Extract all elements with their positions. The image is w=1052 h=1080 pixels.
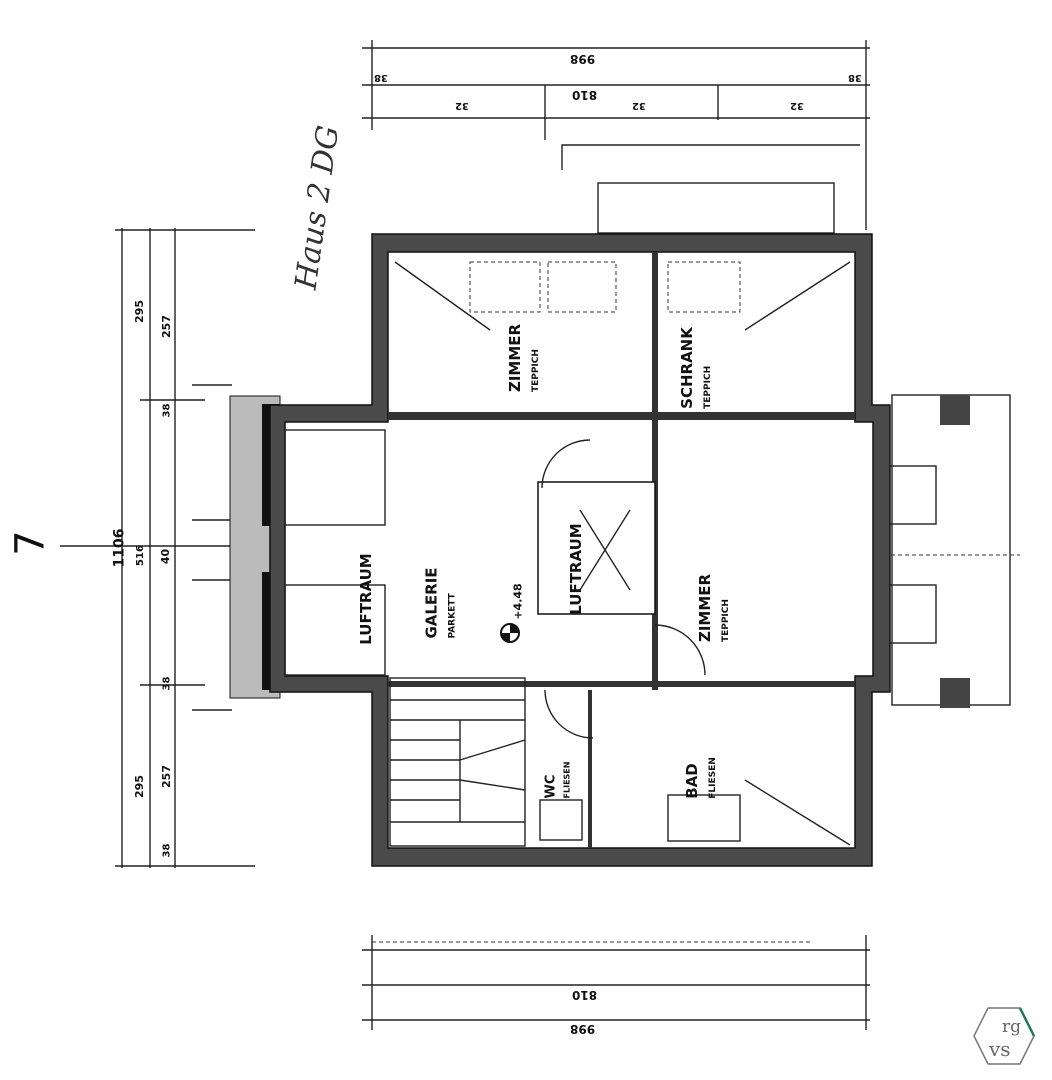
section-marker: 7 xyxy=(7,530,54,556)
svg-text:vs: vs xyxy=(988,1037,1011,1061)
logo-hexagon-icon: rg vs xyxy=(973,1007,1036,1065)
building-walls xyxy=(269,233,891,867)
svg-text:rg: rg xyxy=(1002,1017,1021,1037)
doors xyxy=(500,439,706,739)
top-dimensions xyxy=(362,40,870,234)
bottom-dimensions xyxy=(362,935,870,1030)
logo: rg vs xyxy=(972,1006,1036,1066)
staircase xyxy=(389,677,526,847)
